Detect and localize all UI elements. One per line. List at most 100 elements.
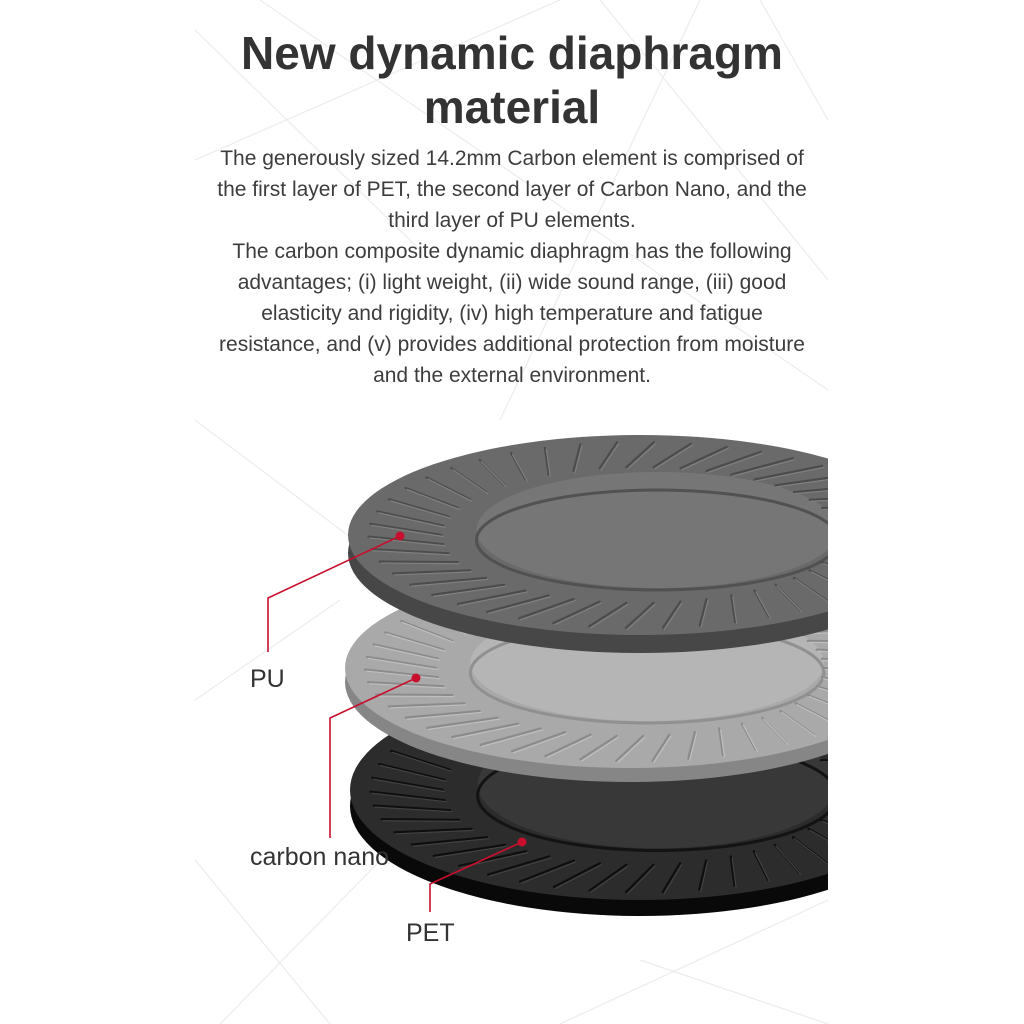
pu-groove (409, 576, 488, 586)
pet-groove (487, 855, 551, 876)
pet-groove-highlight (839, 792, 910, 804)
carbon-nano-groove (544, 733, 592, 758)
pu-groove-highlight (511, 454, 528, 482)
pu-groove (552, 600, 601, 625)
callout-lines (267, 531, 527, 912)
carbon-nano-groove-highlight (824, 668, 828, 671)
description-paragraph-2: The carbon composite dynamic diaphragm h… (219, 240, 805, 387)
carbon-nano-groove-highlight (822, 659, 828, 662)
carbon-nano-groove (365, 655, 438, 670)
pu-layer-disc (348, 435, 913, 653)
carbon-nano-groove (579, 734, 618, 761)
carbon-nano-groove (815, 685, 828, 691)
pu-groove-highlight (838, 527, 913, 535)
pet-groove-highlight (371, 792, 447, 803)
carbon-nano-groove-highlight (822, 678, 828, 681)
carbon-nano-groove-highlight (720, 729, 725, 758)
carbon-nano-groove-highlight (808, 695, 828, 705)
pu-groove-highlight (732, 459, 796, 477)
carbon-nano-groove (404, 709, 481, 719)
carbon-nano-groove-highlight (365, 670, 441, 680)
pu-groove-highlight (823, 562, 828, 566)
pu-groove-highlight (554, 602, 602, 626)
carbon-nano-groove-highlight (817, 650, 828, 653)
carbon-nano-groove-highlight (763, 718, 789, 746)
carbon-nano-groove-highlight (512, 732, 568, 754)
carbon-nano-groove (820, 676, 828, 680)
pu-groove-highlight (681, 447, 729, 471)
pu-groove (679, 445, 728, 470)
pu-groove-highlight (755, 466, 825, 482)
pu-groove (837, 544, 903, 558)
pu-groove (543, 446, 550, 476)
carbon-nano-groove-highlight (376, 695, 455, 698)
pu-groove-highlight (372, 550, 451, 556)
carbon-nano-groove-highlight (796, 704, 828, 722)
pet-groove-highlight (821, 820, 828, 825)
pet-groove-highlight (837, 781, 911, 789)
pet-groove (588, 863, 628, 892)
pet-groove-highlight (489, 857, 552, 877)
pu-groove-highlight (600, 443, 620, 471)
pu-groove-highlight (776, 585, 803, 613)
carbon-nano-groove (687, 730, 696, 760)
pu-groove (378, 560, 459, 564)
pu-groove-highlight (371, 524, 444, 538)
carbon-nano-groove-highlight (368, 683, 446, 689)
pu-groove (625, 441, 656, 469)
pu-groove-highlight (707, 452, 764, 474)
title-line-2: material (423, 81, 601, 133)
pu-groove (705, 450, 763, 473)
pu-groove (808, 497, 828, 501)
page-title: New dynamic diaphragm material (0, 26, 1024, 134)
pu-groove-highlight (487, 596, 551, 614)
pet-groove (729, 855, 736, 887)
pu-groove-highlight (458, 591, 528, 607)
pet-groove-highlight (754, 852, 771, 883)
carbon-nano-groove (651, 733, 671, 762)
pu-groove-highlight (574, 445, 583, 474)
carbon-nano-groove (615, 734, 645, 762)
pu-groove (485, 594, 550, 613)
pu-groove (425, 476, 472, 501)
pet-groove (393, 827, 473, 834)
pu-groove (652, 442, 692, 469)
pet-groove (458, 850, 528, 868)
pu-groove-highlight (452, 468, 489, 495)
pet-groove-highlight (700, 861, 709, 892)
carbon-nano-groove-highlight (402, 621, 455, 644)
pet-groove (432, 843, 507, 857)
pu-groove (370, 548, 450, 555)
pet-groove (378, 762, 446, 781)
pet-groove (752, 850, 770, 882)
carbon-nano-groove (426, 716, 499, 729)
callout-dot-carbon-nano (411, 673, 421, 683)
pet-groove-highlight (412, 838, 490, 847)
label-pet: PET (406, 919, 455, 947)
pu-groove (831, 553, 891, 570)
pet-groove (369, 790, 446, 802)
pu-groove (517, 597, 575, 620)
pu-groove-highlight (411, 578, 489, 587)
carbon-nano-groove-highlight (481, 729, 543, 747)
pet-groove-highlight (382, 820, 462, 822)
pu-groove (837, 526, 912, 534)
carbon-nano-groove (400, 619, 454, 643)
pu-groove-highlight (480, 460, 507, 488)
pu-groove (598, 441, 619, 470)
pu-groove-highlight (810, 571, 828, 582)
pu-groove-highlight (840, 537, 911, 548)
pet-groove-highlight (626, 865, 656, 895)
carbon-nano-groove (806, 639, 828, 643)
pu-groove (431, 583, 506, 596)
pu-groove-highlight (380, 562, 460, 565)
pet-groove-highlight (391, 751, 453, 772)
carbon-nano-groove-highlight (653, 735, 672, 763)
callout-line-pu (267, 535, 401, 652)
pet-groove (389, 749, 452, 771)
diaphragm-layers-diagram (267, 435, 913, 916)
pu-groove (376, 510, 445, 527)
pu-groove-highlight (378, 512, 446, 528)
carbon-nano-groove-highlight (389, 704, 467, 709)
pet-groove-highlight (434, 845, 508, 858)
